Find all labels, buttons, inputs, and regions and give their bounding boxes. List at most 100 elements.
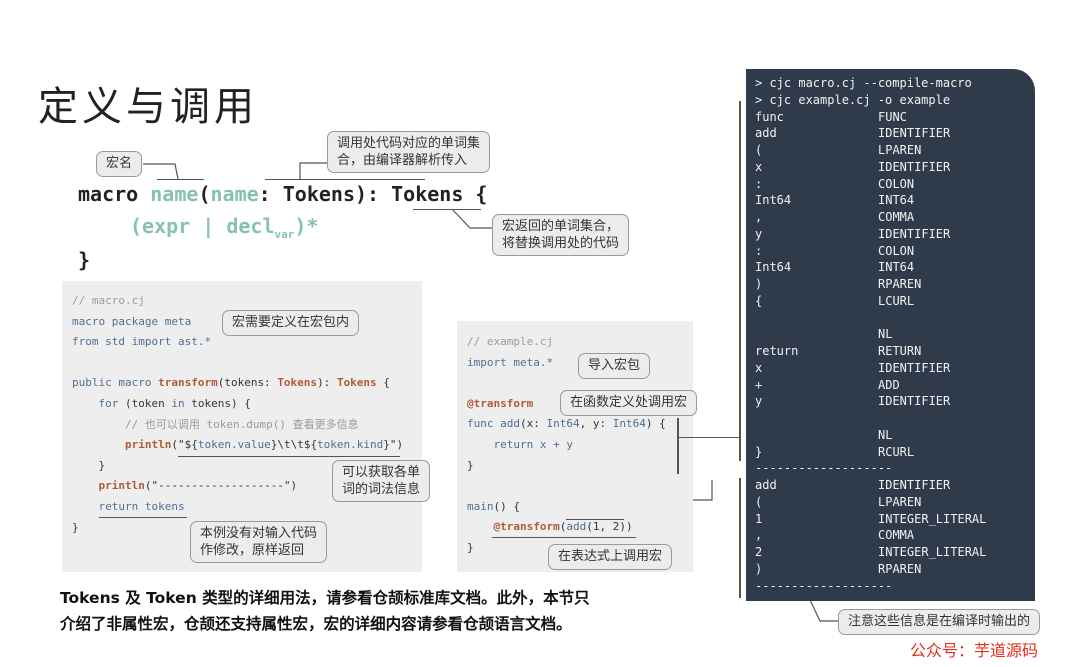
token-value: add xyxy=(755,126,777,141)
token-kind: INTEGER_LITERAL xyxy=(878,545,987,559)
code-kw: import xyxy=(467,355,507,369)
terminal-line: :COLON xyxy=(755,176,914,193)
code-text: (tokens: xyxy=(217,376,278,390)
terminal-line: return RETURN xyxy=(755,343,921,360)
macro-signature-line1: macro name(name: Tokens): Tokens { xyxy=(78,182,487,206)
token-value: > cjc macro.cj --compile-macro xyxy=(755,76,972,90)
token-value: Int64 xyxy=(755,193,792,208)
token-kind: IDENTIFIER xyxy=(878,478,951,492)
code-ident: meta xyxy=(158,314,192,328)
token-value: ( xyxy=(755,143,763,157)
code-ident: tokens xyxy=(138,499,185,513)
token-value: , xyxy=(755,528,763,543)
callout-line: 作修改，原样返回 xyxy=(200,543,305,558)
code-ident: token.value xyxy=(197,438,271,452)
expr-decl: (expr | decl xyxy=(130,214,275,238)
terminal-line: :COLON xyxy=(755,243,914,260)
terminal-line: ------------------- xyxy=(755,460,892,477)
underline-name xyxy=(157,179,204,181)
token-value: { xyxy=(755,293,763,308)
code-text: ("-------------------") xyxy=(144,479,298,493)
callout-return-tokens: 宏返回的单词集合，将替换调用处的代码 xyxy=(492,214,630,256)
code-text: (token xyxy=(118,396,172,410)
token-kind: RETURN xyxy=(878,344,922,358)
param-type-return: : Tokens): Tokens { xyxy=(258,182,488,206)
code-text: } xyxy=(467,540,474,554)
code-fn: add xyxy=(500,417,520,431)
underline-expr-call xyxy=(492,537,636,539)
callout-line: 词的词法信息 xyxy=(342,482,421,497)
code-kw: for xyxy=(72,396,119,410)
paren-open: ( xyxy=(198,182,211,206)
token-kind: IDENTIFIER xyxy=(878,394,951,409)
terminal-line: } RCURL xyxy=(755,444,914,461)
code-text: }") xyxy=(383,438,404,452)
callout-compile-note: 注意这些信息是在编译时输出的 xyxy=(838,609,1041,635)
token-kind: COLON xyxy=(878,243,915,258)
underline-add-call xyxy=(566,519,624,521)
callout-func-def-call: 在函数定义处调用宏 xyxy=(560,390,698,416)
code-kw: macro package xyxy=(72,314,159,328)
bold-term: 非属性宏 xyxy=(106,615,169,633)
token-kind: INT64 xyxy=(878,260,915,275)
underline-return xyxy=(413,209,481,211)
token-kind: IDENTIFIER xyxy=(878,360,951,375)
token-kind: RCURL xyxy=(878,444,915,459)
code-type: Tokens xyxy=(277,376,318,390)
callout-line: 可以获取各单 xyxy=(342,465,421,480)
callout-no-modify: 本例没有对输入代码作修改，原样返回 xyxy=(190,521,328,563)
terminal-line: )RPAREN xyxy=(755,276,921,293)
token-value: ( xyxy=(755,494,763,509)
token-value: > cjc example.cj -o example xyxy=(755,92,951,107)
description-paragraph: Tokens 及 Token 类型的详细用法，请参看仓颉标准库文档。此外，本节只… xyxy=(60,585,700,637)
token-kind: COMMA xyxy=(878,210,915,224)
terminal-line: > cjc example.cj -o example xyxy=(755,92,950,109)
macro-name: name xyxy=(150,182,199,206)
code-text: , y: xyxy=(579,417,613,431)
terminal-output: > cjc macro.cj --compile-macro > cjc exam… xyxy=(746,69,1035,601)
token-value: ) xyxy=(755,561,763,576)
macro-code: // macro.cj macro package meta from std … xyxy=(72,291,403,538)
token-kind: COMMA xyxy=(878,528,915,543)
token-kind: INTEGER_LITERAL xyxy=(878,511,987,526)
code-kw: from std import xyxy=(72,335,172,349)
terminal-line: ) RPAREN xyxy=(755,561,921,578)
token-value: ------------------- xyxy=(755,461,893,476)
text: 介绍了 xyxy=(60,615,107,633)
token-kind: INT64 xyxy=(878,193,915,208)
code-kw: return xyxy=(467,437,534,451)
code-text: } xyxy=(467,458,474,472)
terminal-line: , COMMA xyxy=(755,527,914,544)
paragraph-line1: Tokens 及 Token 类型的详细用法，请参看仓颉标准库文档。此外，本节只 xyxy=(60,589,590,607)
code-fn: main xyxy=(467,499,494,513)
param-name: name xyxy=(210,182,259,206)
macro-signature-line2: (expr | declvar)* xyxy=(130,214,318,241)
underline-println xyxy=(178,456,400,458)
code-text: ): xyxy=(317,376,337,390)
token-kind: NL xyxy=(878,327,893,342)
code-comment: // 也可以调用 token.dump() 查看更多信息 xyxy=(72,417,359,431)
token-kind: IDENTIFIER xyxy=(878,226,951,241)
token-value: } xyxy=(755,444,763,459)
callout-line: 调用处代码对应的单词集 xyxy=(337,136,481,151)
code-comment: // macro.cj xyxy=(72,294,145,307)
token-kind: IDENTIFIER xyxy=(878,159,951,174)
code-annotation: @transform xyxy=(493,520,560,534)
underline-param xyxy=(265,179,425,181)
code-text: x + y xyxy=(533,437,573,451)
callout-import-pkg: 导入宏包 xyxy=(578,353,651,379)
code-text: } xyxy=(72,458,106,472)
terminal-line: (LPAREN xyxy=(755,494,921,511)
terminal-line: Int64 INT64 xyxy=(755,192,914,209)
token-kind: RPAREN xyxy=(878,277,922,291)
underline-return xyxy=(99,517,187,519)
token-kind: RPAREN xyxy=(878,561,922,576)
token-value: return xyxy=(755,344,799,358)
bracket-func xyxy=(677,418,679,474)
page-title: 定义与调用 xyxy=(38,84,258,130)
